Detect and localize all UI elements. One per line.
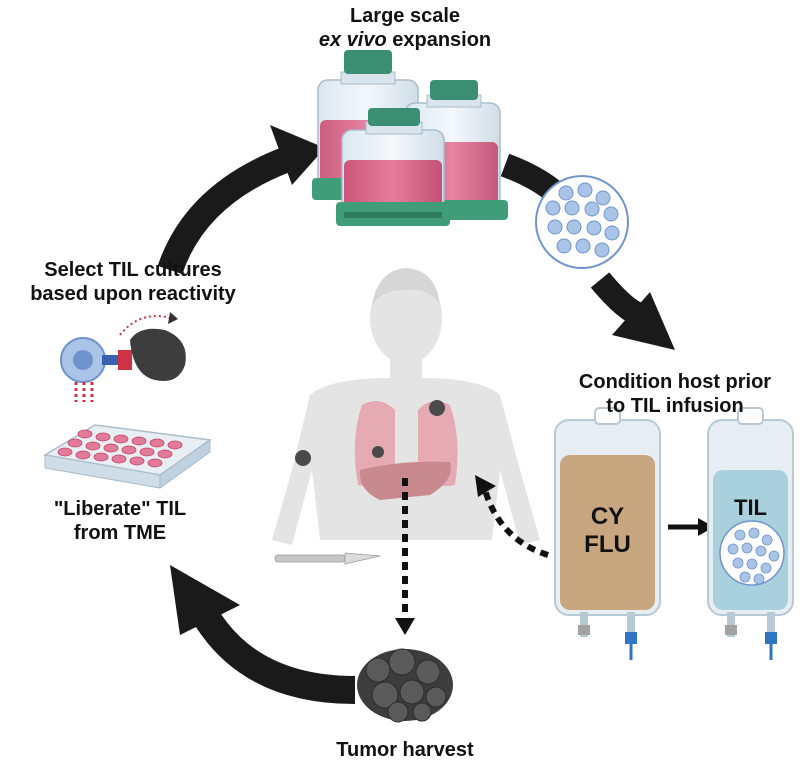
- label-condition: Condition host prior to TIL infusion: [555, 370, 795, 418]
- harvested-tumor: [357, 648, 453, 723]
- label-expansion-line1: Large scale: [349, 5, 461, 27]
- cycle-arrow-right: [590, 272, 675, 350]
- label-tumor-harvest: Tumor harvest: [336, 739, 474, 761]
- label-liberate: "Liberate" TIL from TME: [20, 497, 220, 545]
- label-select-line2: based upon reactivity: [30, 283, 236, 305]
- label-liberate-line2: from TME: [73, 522, 167, 544]
- label-liberate-line1: "Liberate" TIL: [53, 498, 187, 520]
- culture-flasks: [312, 50, 508, 226]
- chemo-infusion-bag: [554, 407, 661, 660]
- cycle-arrow-bottom-left: [170, 565, 356, 704]
- patient-body: [272, 268, 540, 545]
- expanded-til-cells: [535, 175, 629, 269]
- label-expansion: Large scale ex vivo expansion: [300, 4, 510, 52]
- dotted-arrow-to-tumor: [395, 478, 415, 635]
- til-infusion-bag: [707, 407, 794, 660]
- dotted-arrow-to-patient: [475, 475, 549, 558]
- label-condition-line2: to TIL infusion: [606, 395, 744, 417]
- label-ex-vivo: ex vivo: [318, 29, 387, 51]
- label-flu: FLU: [584, 531, 631, 558]
- reactivity-assay: [60, 312, 186, 402]
- label-bag-chemo: CY FLU: [560, 503, 655, 559]
- label-condition-line1: Condition host prior: [578, 371, 772, 393]
- label-expansion-rest: expansion: [386, 29, 492, 51]
- cycle-arrow-top-left: [157, 125, 325, 275]
- flask-front: [336, 108, 450, 226]
- label-select: Select TIL cultures based upon reactivit…: [8, 258, 258, 306]
- label-expansion-line2: ex vivo expansion: [300, 28, 510, 52]
- scalpel-icon: [274, 552, 381, 565]
- label-select-line1: Select TIL cultures: [44, 259, 222, 281]
- label-cy: CY: [590, 503, 625, 530]
- arrow-bag-to-bag: [668, 518, 714, 536]
- well-plate: [42, 424, 213, 489]
- label-bag-til: TIL: [734, 495, 767, 520]
